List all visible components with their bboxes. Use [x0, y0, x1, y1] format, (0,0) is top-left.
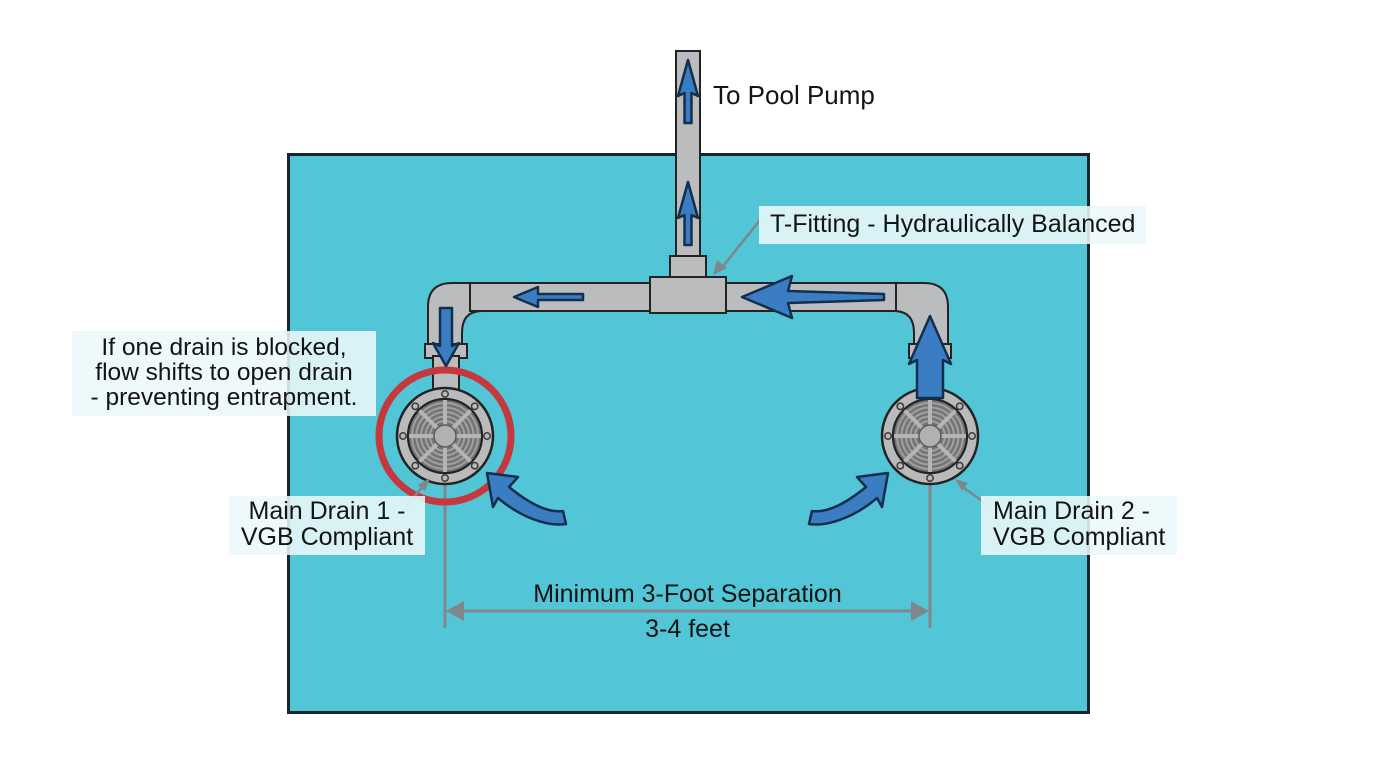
flow-arrow-branch-left: [512, 285, 585, 309]
blocked-flow-note-line3: - preventing entrapment.: [90, 384, 358, 411]
blocked-flow-note-line2: flow shifts to open drain: [95, 359, 353, 386]
dimension-arrowhead-left: [446, 601, 464, 621]
leader-t-fitting-arrowhead: [713, 260, 727, 275]
red-highlight-circle: [375, 366, 515, 506]
drain-2-label-line1: Main Drain 2 -: [993, 497, 1150, 525]
flow-arrow-riser-lower: [676, 180, 700, 247]
blocked-flow-note: If one drain is blocked, flow shifts to …: [72, 331, 376, 416]
main-drain-1-cover: [395, 386, 495, 486]
suction-arrow-drain-1: [485, 471, 568, 526]
drain-1-label-line2: VGB Compliant: [240, 523, 414, 551]
t-fitting-stub: [669, 255, 707, 280]
leader-drain-2-arrowhead: [955, 479, 968, 491]
leader-drain-1-arrowhead: [418, 478, 430, 491]
flow-arrow-branch-right: [740, 274, 886, 320]
separation-title: Minimum 3-Foot Separation: [533, 580, 842, 608]
drain-1-label-line1: Main Drain 1 -: [248, 497, 406, 525]
flow-arrow-from-drain-2: [907, 314, 953, 400]
separation-dimension: [443, 470, 932, 628]
leader-t-fitting: [723, 219, 761, 266]
flow-arrow-into-drain-1: [431, 306, 461, 368]
t-fitting-label: T-Fitting - Hydraulically Balanced: [759, 206, 1147, 244]
flow-arrows: [431, 58, 953, 526]
separation-distance: 3-4 feet: [645, 615, 730, 643]
drain-2-label-line2: VGB Compliant: [993, 523, 1166, 551]
t-fitting-body: [649, 276, 727, 314]
drain-2-label: Main Drain 2 - VGB Compliant: [981, 496, 1178, 555]
suction-arrow-drain-2: [807, 471, 890, 526]
dimension-arrowhead-right: [911, 601, 929, 621]
drain-1-label: Main Drain 1 - VGB Compliant: [229, 496, 425, 555]
to-pool-pump-label: To Pool Pump: [713, 80, 875, 110]
blocked-flow-note-line1: If one drain is blocked,: [101, 334, 347, 361]
main-drain-2-cover: [880, 386, 980, 486]
flow-arrow-riser-upper: [676, 58, 700, 125]
